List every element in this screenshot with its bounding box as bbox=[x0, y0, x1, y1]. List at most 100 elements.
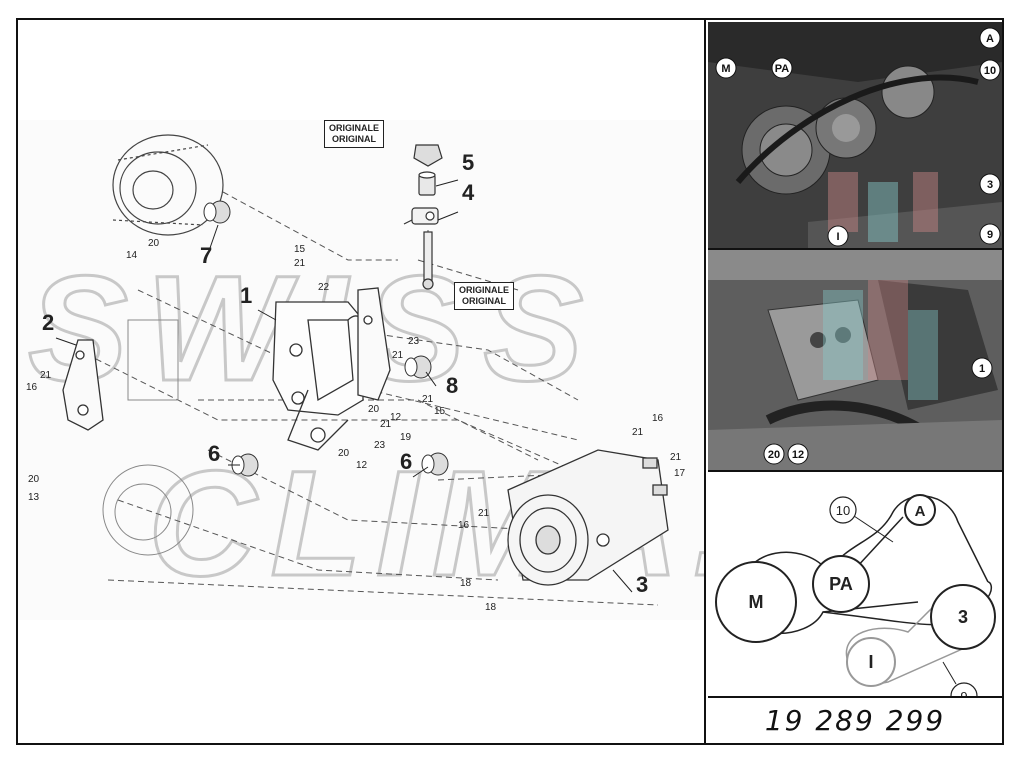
callout-7: 7 bbox=[200, 243, 212, 268]
original-label-line1: ORIGINALE bbox=[329, 123, 380, 133]
callout-small-16: 16 bbox=[26, 382, 38, 393]
callout-leaders bbox=[55, 179, 633, 593]
callout-small-15: 15 bbox=[434, 406, 446, 417]
callout-small-12: 12 bbox=[356, 460, 368, 471]
original-label-line2: ORIGINAL bbox=[462, 296, 506, 306]
callout-6: 6 bbox=[400, 449, 412, 474]
callout-small-15: 15 bbox=[294, 244, 306, 255]
photo-label-i: I bbox=[836, 231, 839, 243]
pulley-label-3: 3 bbox=[958, 607, 968, 627]
callout-small-21: 21 bbox=[478, 508, 490, 519]
callout-small-12: 12 bbox=[390, 412, 402, 423]
belt-label-9: 9 bbox=[960, 689, 967, 696]
part-number-box: 19 289 299 bbox=[708, 698, 1002, 743]
callout-small-19: 19 bbox=[400, 432, 412, 443]
original-label-line1: ORIGINALE bbox=[459, 285, 510, 295]
callout-small-13: 13 bbox=[28, 492, 40, 503]
callout-small-21: 21 bbox=[380, 419, 392, 430]
callout-small-21: 21 bbox=[670, 452, 682, 463]
callout-small-20: 20 bbox=[338, 448, 350, 459]
callouts-small: 1521221420211620132321211520122123192012… bbox=[26, 238, 686, 613]
callout-8: 8 bbox=[446, 373, 458, 398]
photo-label-circle bbox=[979, 173, 1001, 195]
callout-small-21: 21 bbox=[294, 258, 306, 269]
pulley-m bbox=[715, 561, 797, 643]
callout-small-21: 21 bbox=[392, 350, 404, 361]
exploded-parts-diagram: SWISS CLIMA.CH bbox=[18, 20, 706, 743]
bush-6-right bbox=[421, 452, 449, 476]
photo-label-9: 9 bbox=[987, 229, 993, 241]
original-label-top: ORIGINALE ORIGINAL bbox=[324, 120, 385, 148]
photo-label-12: 12 bbox=[792, 449, 804, 461]
photo-label-circle bbox=[971, 357, 993, 379]
pulley-label-pa: PA bbox=[829, 574, 853, 594]
belt-10 bbox=[737, 495, 989, 603]
photo-label-3: 3 bbox=[987, 179, 993, 191]
callout-small-14: 14 bbox=[126, 250, 138, 261]
pulley-label-a: A bbox=[915, 503, 926, 520]
spacer-5 bbox=[418, 171, 436, 196]
part-number: 19 289 299 bbox=[764, 704, 946, 737]
panel-divider bbox=[704, 20, 706, 743]
photo-label-circle bbox=[979, 59, 1001, 81]
nut bbox=[413, 144, 443, 167]
callout-2: 2 bbox=[42, 310, 54, 335]
callout-small-23: 23 bbox=[408, 336, 420, 347]
photo-label-circle bbox=[979, 27, 1001, 49]
photo-label-10: 10 bbox=[984, 65, 996, 77]
callout-small-20: 20 bbox=[368, 404, 380, 415]
callout-small-18: 18 bbox=[485, 602, 497, 613]
belt-routing-diagram: M PA A 3I 10 9 bbox=[708, 472, 1002, 698]
photo-label-a: A bbox=[986, 33, 994, 45]
bracket-1 bbox=[272, 301, 370, 451]
callout-1: 1 bbox=[240, 283, 252, 308]
compressor-3 bbox=[507, 449, 669, 586]
pulley-3 bbox=[930, 584, 996, 650]
callout-4: 4 bbox=[462, 180, 475, 205]
photo-label-1: 1 bbox=[979, 363, 985, 375]
belt-label-10: 10 bbox=[836, 503, 850, 518]
bush-7 bbox=[203, 200, 231, 224]
callout-small-20: 20 bbox=[28, 474, 40, 485]
callout-small-23: 23 bbox=[374, 440, 386, 451]
alternator-illustration bbox=[112, 134, 224, 236]
photo-label-circle bbox=[827, 225, 849, 247]
pulley-a bbox=[904, 494, 936, 526]
pulley-i bbox=[846, 637, 896, 687]
photo-label-m: M bbox=[721, 63, 730, 75]
bolt bbox=[422, 231, 434, 290]
callout-small-16: 16 bbox=[458, 520, 470, 531]
belt-routing-svg: M PA A 3I 10 9 bbox=[715, 494, 996, 696]
callout-6: 6 bbox=[208, 441, 220, 466]
callout-3: 3 bbox=[636, 572, 648, 597]
drawing-frame: SWISS CLIMA.CH bbox=[16, 18, 1004, 745]
bracket-plate bbox=[357, 287, 391, 401]
callout-small-21: 21 bbox=[422, 394, 434, 405]
pulley-label-i: I bbox=[868, 652, 873, 672]
bush-8 bbox=[404, 355, 432, 379]
pulley-label-m: M bbox=[749, 592, 764, 612]
callout-5: 5 bbox=[462, 150, 474, 175]
tensioner-4 bbox=[403, 207, 439, 225]
photo-label-circle bbox=[787, 443, 809, 465]
photo-label-circle bbox=[771, 57, 793, 79]
original-label-line2: ORIGINAL bbox=[332, 134, 376, 144]
exploded-view-svg: SWISS CLIMA.CH bbox=[18, 120, 706, 620]
bracket-2 bbox=[62, 339, 104, 431]
callout-small-17: 17 bbox=[674, 468, 686, 479]
belt-label-9-circle bbox=[950, 682, 978, 696]
callout-small-21: 21 bbox=[40, 370, 52, 381]
pulley-pa bbox=[812, 555, 870, 613]
photo-label-circle bbox=[979, 223, 1001, 245]
callout-small-22: 22 bbox=[318, 282, 330, 293]
photo-label-circle bbox=[763, 443, 785, 465]
callout-small-21: 21 bbox=[632, 427, 644, 438]
alternator-ghost bbox=[102, 319, 194, 556]
callout-small-20: 20 bbox=[148, 238, 160, 249]
belt-label-10-circle bbox=[829, 496, 857, 524]
